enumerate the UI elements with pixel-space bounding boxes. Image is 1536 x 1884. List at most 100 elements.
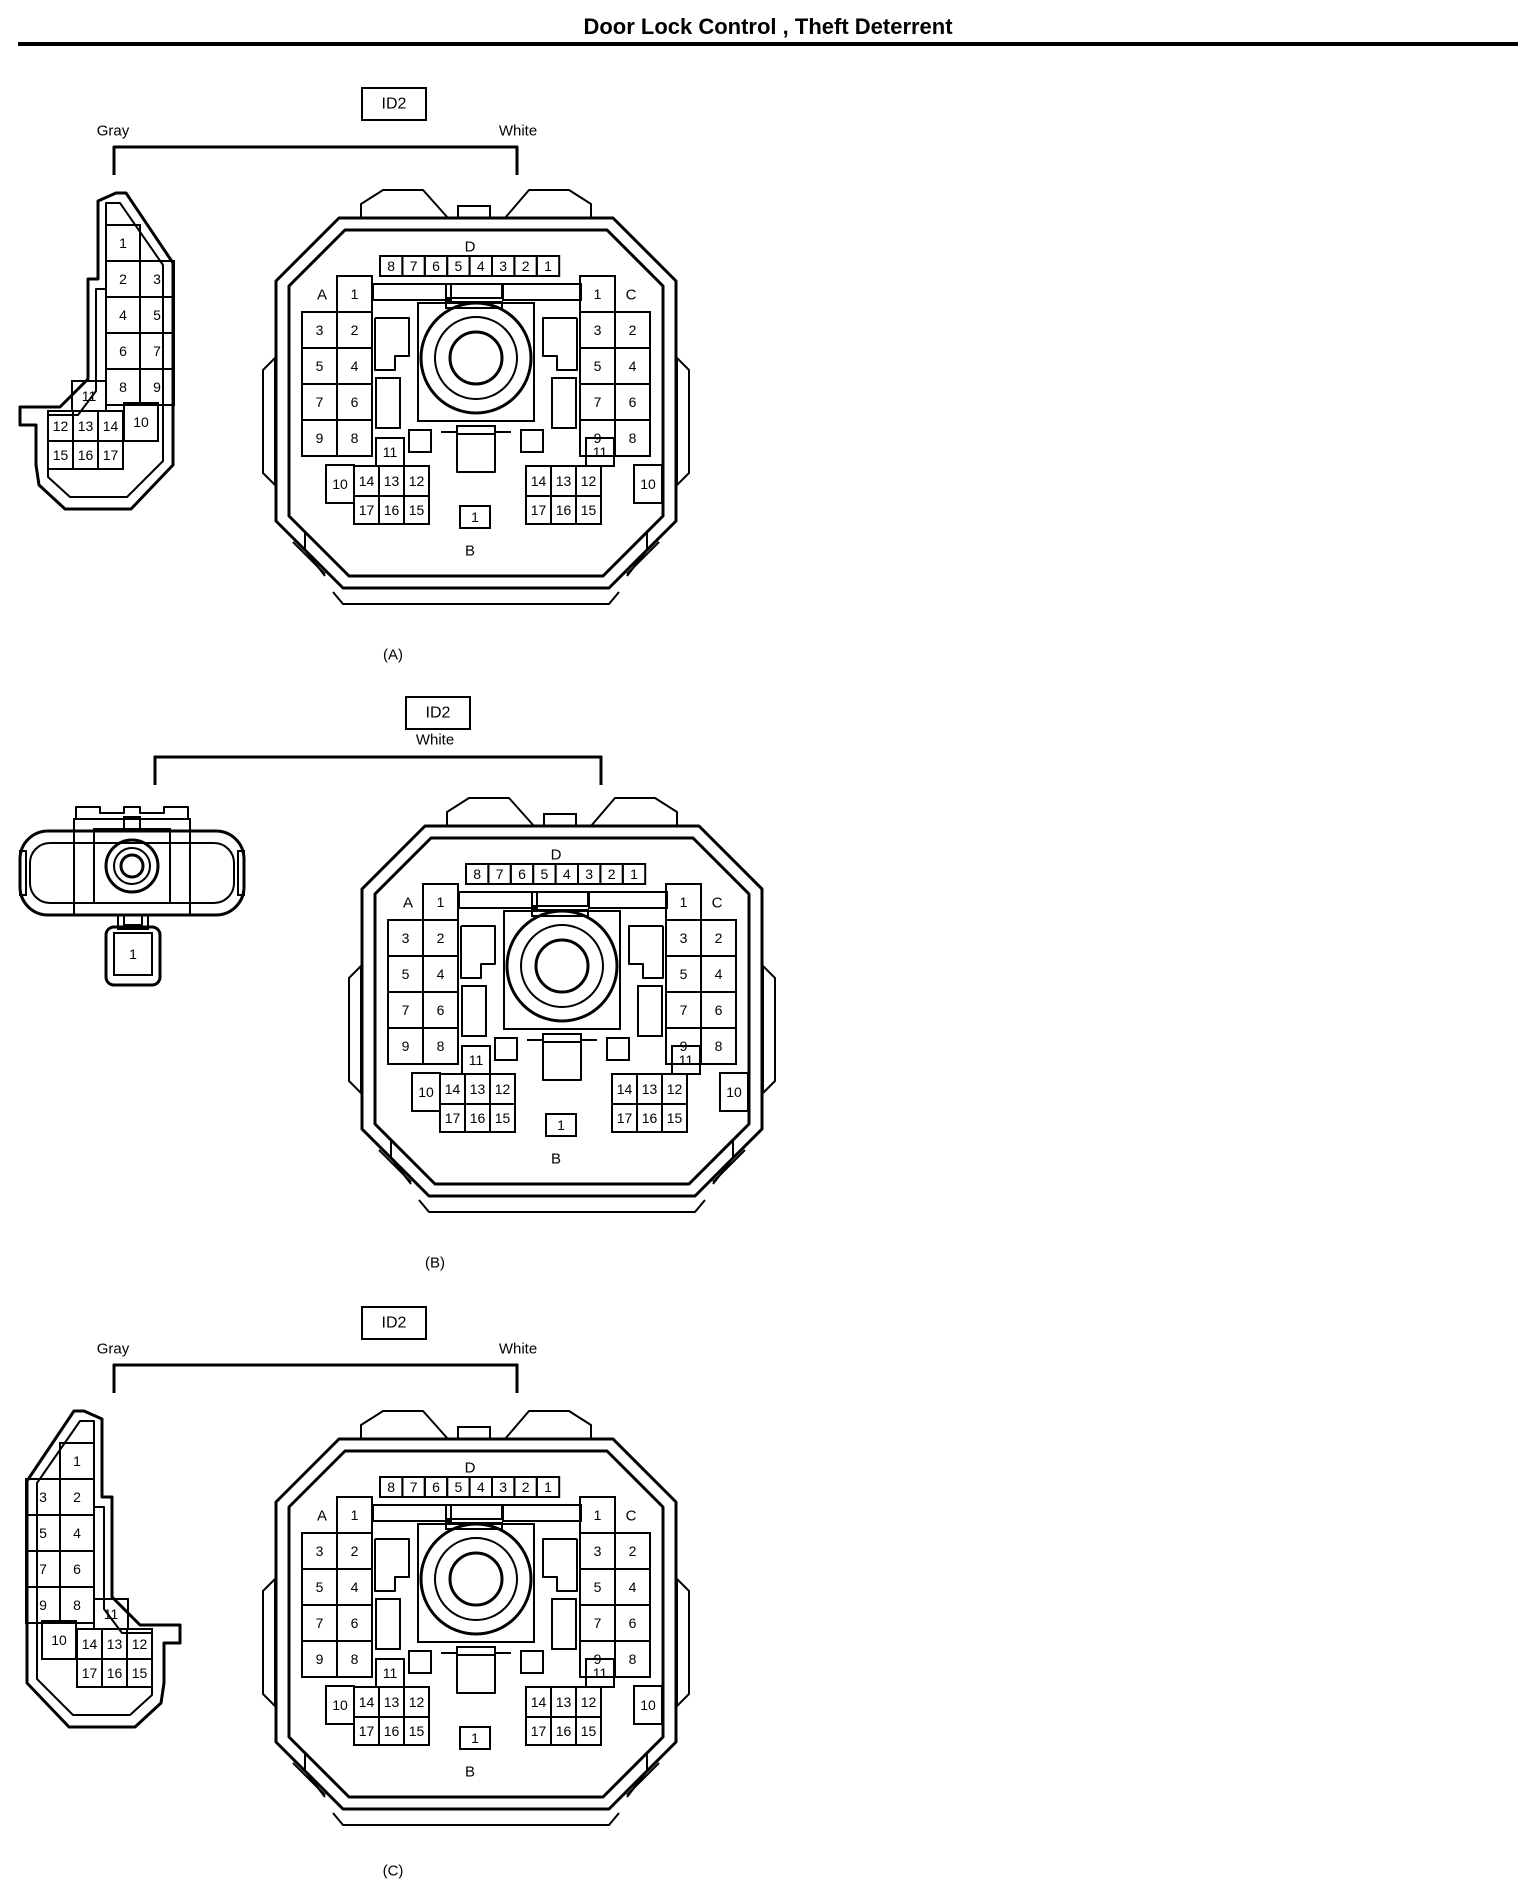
pin-cavity: 14 <box>439 1073 466 1105</box>
pin-cavity: 3 <box>577 863 602 885</box>
pin-box <box>336 419 373 457</box>
side-clip-left <box>348 965 362 1094</box>
pin-cavity: 2 <box>59 1478 95 1516</box>
latch-slot <box>531 891 589 907</box>
section-label-b: B <box>551 1151 561 1168</box>
pin-cavity: 16 <box>101 1658 128 1688</box>
pin-cavity: 14 <box>525 1686 552 1718</box>
pin-cavity: 7 <box>579 383 616 421</box>
pin-cavity: 11 <box>71 380 107 412</box>
pin-cavity: 1 <box>105 224 141 262</box>
pin-number: 6 <box>73 1561 81 1577</box>
small-cavity <box>520 429 544 453</box>
top-latch-left <box>360 189 449 219</box>
pin-number: 4 <box>351 358 359 374</box>
section-label-c: C <box>626 1508 637 1525</box>
lever-ring-inner <box>448 330 504 386</box>
pin-number: 7 <box>410 1479 418 1495</box>
bottom-rail-left <box>378 1149 412 1183</box>
pin-cavity: 6 <box>336 383 373 421</box>
connector-shell-inner <box>29 842 235 904</box>
pin-number: 11 <box>679 1052 694 1068</box>
connector-id-box: ID2 <box>361 1306 427 1340</box>
pin-cavity: 13 <box>550 465 577 497</box>
latch-slot <box>372 1504 452 1522</box>
pin-number: 17 <box>531 1723 547 1739</box>
top-tab <box>457 205 491 219</box>
pin-cavity: 4 <box>422 955 459 993</box>
pin-number: 13 <box>556 473 572 489</box>
bottom-skirt <box>332 591 620 605</box>
wire-color-label-white: White <box>499 123 537 140</box>
pin-number: 16 <box>642 1110 658 1126</box>
guide-left <box>374 317 410 371</box>
pin-cavity: 8 <box>105 368 141 406</box>
pin-number: 8 <box>473 866 481 882</box>
small-cavity <box>408 429 432 453</box>
small-connector-white: 1 <box>18 806 246 987</box>
pin-cavity: 14 <box>76 1628 103 1660</box>
connector-housing <box>73 818 191 916</box>
pin-cavity: 16 <box>550 1716 577 1746</box>
pin-cavity: 7 <box>401 1476 426 1498</box>
pin-cavity: 12 <box>489 1073 516 1105</box>
pin-cavity: 2 <box>599 863 624 885</box>
lower-latch <box>441 431 481 473</box>
pin-number: 9 <box>153 379 161 395</box>
pin-cavity: 17 <box>76 1658 103 1688</box>
pin-cavity: 3 <box>139 260 175 298</box>
pin-number: 9 <box>316 430 324 446</box>
pin-number: 8 <box>629 430 637 446</box>
pin-cavity: 8 <box>59 1586 95 1624</box>
lower-latch-bar <box>456 425 496 435</box>
pin-number: 8 <box>437 1038 445 1054</box>
pin-cavity: 5 <box>665 955 702 993</box>
pin-number: 5 <box>153 307 161 323</box>
pin-number: 1 <box>544 1479 552 1495</box>
pin-box <box>97 440 124 470</box>
wire-color-label-white: White <box>416 732 454 749</box>
pin-cavity: 12 <box>575 1686 602 1718</box>
pin-cavity: 11 <box>93 1598 129 1630</box>
pin-cavity: 5 <box>301 1568 338 1606</box>
pin-number: 8 <box>629 1651 637 1667</box>
pin-cavity: 16 <box>636 1103 663 1133</box>
pin-cavity: 1 <box>336 1496 373 1534</box>
pin-box <box>633 1685 663 1725</box>
pin-cavity: 6 <box>59 1550 95 1588</box>
guide-right <box>542 317 578 371</box>
pin-cavity: 15 <box>126 1658 153 1688</box>
pin-number: 10 <box>640 476 656 492</box>
pin-number: 16 <box>556 1723 572 1739</box>
pin-number: 6 <box>629 394 637 410</box>
small-connector-body-inner <box>36 1420 153 1716</box>
pin-cavity: 5 <box>387 955 424 993</box>
bottom-skirt <box>418 1199 706 1213</box>
pin-cavity: 4 <box>468 1476 494 1498</box>
section-label-c: C <box>712 895 723 912</box>
id-box-frame <box>405 696 471 730</box>
connector-body-outer <box>274 216 678 590</box>
id-box-label: ID2 <box>426 705 451 722</box>
pin-number: 10 <box>133 414 149 430</box>
pin-number: 1 <box>557 1117 565 1133</box>
pin-number: 10 <box>51 1632 67 1648</box>
pin-number: 1 <box>119 235 127 251</box>
pin-cavity: 14 <box>353 1686 380 1718</box>
pin-number: 1 <box>471 1730 479 1746</box>
pin-number: 7 <box>39 1561 47 1577</box>
pin-cavity: 3 <box>25 1478 61 1516</box>
lever-ring-inner <box>534 938 590 994</box>
pin-number: 1 <box>351 286 359 302</box>
pin-cavity: 4 <box>700 955 737 993</box>
pin-number: 8 <box>387 1479 395 1495</box>
pin-box <box>575 495 602 525</box>
pin-number: 6 <box>432 1479 440 1495</box>
lower-latch <box>559 1039 597 1081</box>
pin-cavity: 3 <box>491 1476 516 1498</box>
pin-number: 11 <box>104 1606 119 1622</box>
